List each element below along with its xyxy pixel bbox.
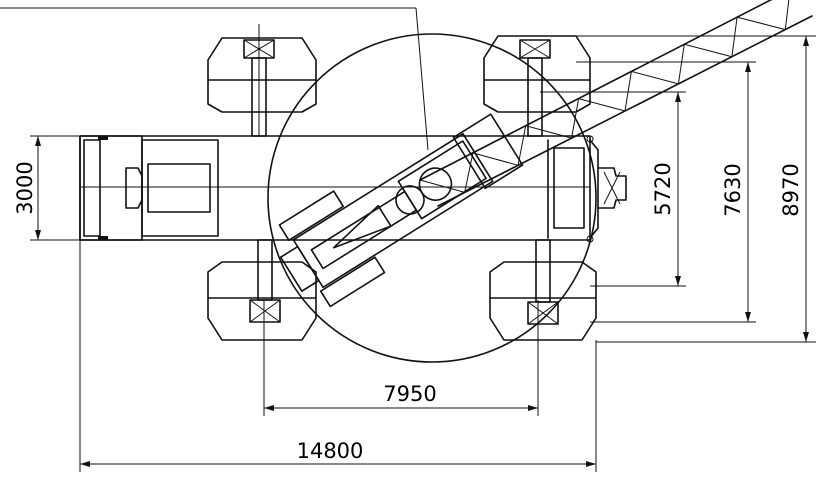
dim-5720: 5720 (540, 91, 686, 287)
dim-label-5720: 5720 (651, 162, 675, 215)
superstructure (278, 113, 524, 308)
lattice-boom (419, 0, 813, 207)
reference-line-vertical (415, 7, 429, 151)
dim-label-14800: 14800 (297, 439, 364, 463)
dim-7630: 7630 (576, 61, 756, 323)
dim-8970: 8970 (576, 35, 816, 343)
outrigger-rear-top (483, 35, 591, 137)
dim-label-3000: 3000 (13, 161, 37, 214)
rear-bumper (553, 147, 627, 229)
slewing-circle (267, 33, 597, 363)
dim-14800: 14800 (79, 240, 597, 472)
dim-label-7950: 7950 (383, 382, 436, 406)
outrigger-front-top (207, 24, 317, 137)
dim-7950: 7950 (263, 300, 539, 416)
outrigger-rear-bottom (489, 239, 597, 341)
outrigger-front-bottom (207, 239, 317, 341)
dim-3000: 3000 (13, 135, 80, 241)
cab (79, 135, 219, 241)
dim-label-8970: 8970 (779, 163, 803, 216)
dim-label-7630: 7630 (721, 163, 745, 216)
